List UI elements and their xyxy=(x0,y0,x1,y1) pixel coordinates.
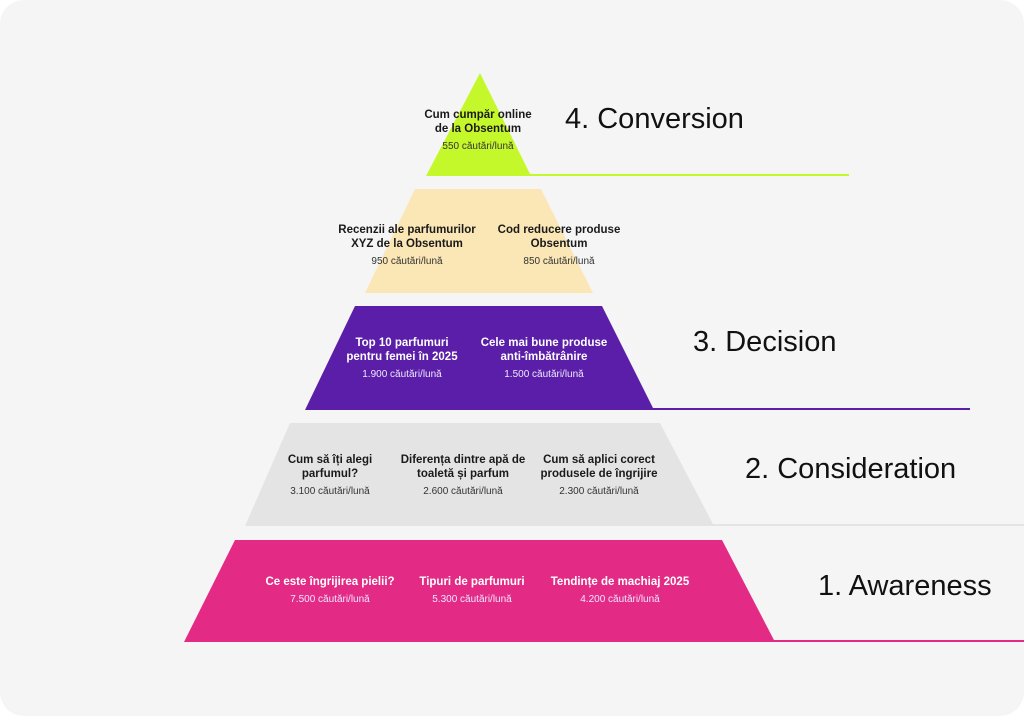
stage-label-awareness: 1. Awareness xyxy=(818,570,992,602)
topic-title: Cele mai bune produse anti-îmbătrânire xyxy=(480,337,608,363)
topic-title: Diferența dintre apă de toaletă și parfu… xyxy=(400,454,526,480)
topic-volume: 5.300 căutări/lună xyxy=(432,594,512,605)
stage-label-consideration: 2. Consideration xyxy=(745,453,957,485)
topic-volume: 7.500 căutări/lună xyxy=(290,594,370,605)
topic-consideration-1: Cum să îți alegi parfumul? 3.100 căutări… xyxy=(280,453,380,497)
topic-volume: 2.600 căutări/lună xyxy=(423,486,503,497)
topic-volume: 3.100 căutări/lună xyxy=(290,486,370,497)
topic-volume: 550 căutări/lună xyxy=(442,141,514,152)
topic-title: Top 10 parfumuri pentru femei în 2025 xyxy=(346,337,458,363)
topic-title: Cum să îți alegi parfumul? xyxy=(287,454,373,480)
topic-conversion-1: Cum cumpăr online de la Obsentum 550 cău… xyxy=(418,108,538,152)
topic-decision-1: Top 10 parfumuri pentru femei în 2025 1.… xyxy=(337,336,467,380)
stage-label-decision: 3. Decision xyxy=(693,326,837,358)
topic-title: Tendințe de machiaj 2025 xyxy=(550,576,690,588)
topic-title: Tipuri de parfumuri xyxy=(419,576,525,588)
topic-volume: 1.900 căutări/lună xyxy=(362,369,442,380)
topic-volume: 850 căutări/lună xyxy=(523,256,595,267)
awareness-tier xyxy=(184,540,775,642)
topic-volume: 950 căutări/lună xyxy=(371,256,443,267)
topic-decision-2: Cele mai bune produse anti-îmbătrânire 1… xyxy=(474,336,614,380)
decision-tier xyxy=(305,306,654,410)
topic-title: Cod reducere produse Obsentum xyxy=(497,224,621,250)
decision-upper-tier xyxy=(365,189,593,293)
topic-title: Cum să aplici corect produsele de îngrij… xyxy=(540,454,658,480)
topic-awareness-3: Tendințe de machiaj 2025 4.200 căutări/l… xyxy=(540,575,700,605)
conversion-tier xyxy=(426,73,531,176)
topic-title: Ce este îngrijirea pielii? xyxy=(265,576,395,588)
topic-volume: 1.500 căutări/lună xyxy=(504,369,584,380)
topic-awareness-2: Tipuri de parfumuri 5.300 căutări/lună xyxy=(407,575,537,605)
topic-title: Cum cumpăr online de la Obsentum xyxy=(424,109,532,135)
topic-volume: 4.200 căutări/lună xyxy=(580,594,660,605)
topic-consideration-3: Cum să aplici corect produsele de îngrij… xyxy=(529,453,669,497)
topic-decision-upper-1: Recenzii ale parfumurilor XYZ de la Obse… xyxy=(332,223,482,267)
stage-label-conversion: 4. Conversion xyxy=(565,103,744,135)
topic-awareness-1: Ce este îngrijirea pielii? 7.500 căutări… xyxy=(255,575,405,605)
topic-decision-upper-2: Cod reducere produse Obsentum 850 căutăr… xyxy=(489,223,629,267)
topic-title: Recenzii ale parfumurilor XYZ de la Obse… xyxy=(338,224,476,250)
consideration-tier xyxy=(245,423,714,526)
topic-consideration-2: Diferența dintre apă de toaletă și parfu… xyxy=(398,453,528,497)
topic-volume: 2.300 căutări/lună xyxy=(559,486,639,497)
